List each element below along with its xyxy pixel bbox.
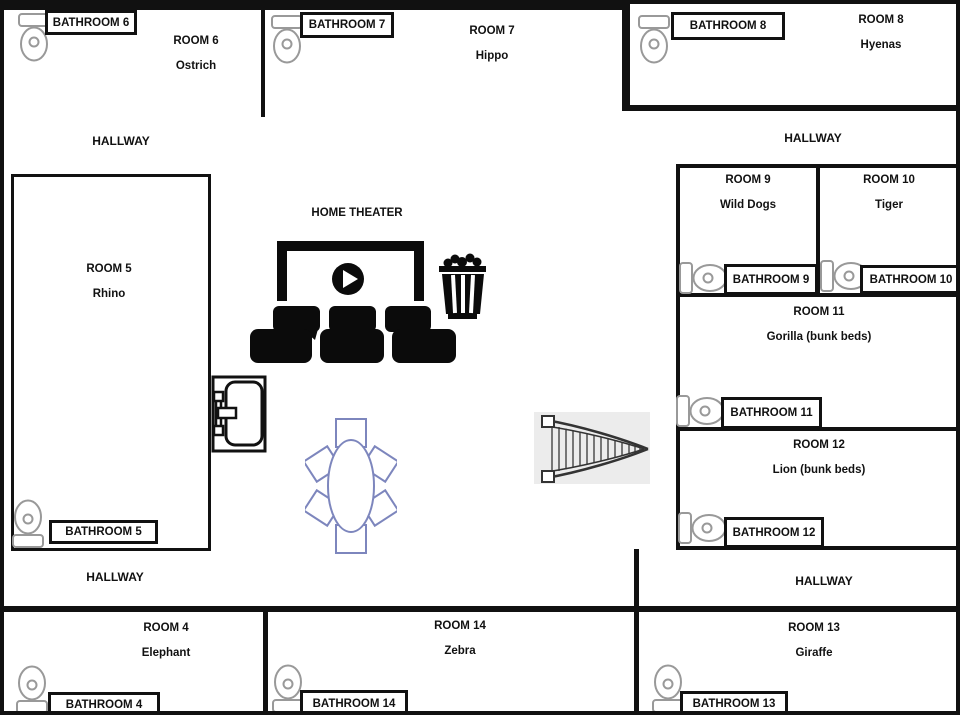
wall-bottom-rooms-top	[4, 606, 956, 612]
home-theater-icon	[250, 241, 486, 363]
bathroom9-label: BATHROOM 9	[724, 264, 818, 295]
hallway-label-top-right: HALLWAY	[784, 131, 842, 145]
play-button-icon	[332, 263, 364, 295]
room12-name: ROOM 12	[793, 439, 845, 451]
toilet-icon	[638, 15, 670, 64]
theater-screen-icon	[277, 241, 424, 301]
room5-animal: Rhino	[92, 288, 126, 300]
room14-name: ROOM 14	[434, 620, 486, 632]
room10-label: ROOM 10 Tiger	[844, 174, 934, 211]
wall-room14-room13-divider	[634, 549, 639, 711]
hallway-label-top-left: HALLWAY	[92, 134, 150, 148]
wall-room6-room7-divider	[261, 4, 265, 117]
theater-seats-icon	[250, 306, 456, 363]
room4-name: ROOM 4	[143, 622, 189, 634]
room6-animal: Ostrich	[175, 60, 217, 72]
room8-label: ROOM 8 Hyenas	[836, 14, 926, 51]
hallway-label-bottom-left: HALLWAY	[86, 570, 144, 584]
wall-under-room11	[676, 427, 956, 431]
bathroom6-label: BATHROOM 6	[45, 10, 137, 35]
stairs-icon	[534, 412, 650, 484]
room4-animal: Elephant	[141, 647, 191, 659]
room7-animal: Hippo	[475, 50, 509, 62]
wall-room7-room8-divider	[622, 4, 630, 111]
room6-label: ROOM 6 Ostrich	[151, 35, 241, 72]
room9-label: ROOM 9 Wild Dogs	[703, 174, 793, 211]
room13-name: ROOM 13	[788, 622, 840, 634]
room11-label: ROOM 11 Gorilla (bunk beds)	[744, 306, 894, 343]
bathroom5-label: BATHROOM 5	[49, 520, 158, 544]
room5-name: ROOM 5	[86, 263, 132, 275]
room13-label: ROOM 13 Giraffe	[769, 622, 859, 659]
toilet-icon	[676, 395, 725, 427]
toilet-icon	[678, 512, 727, 544]
room9-animal: Wild Dogs	[719, 199, 777, 211]
room11-animal: Gorilla (bunk beds)	[766, 331, 872, 343]
wall-top-rooms-bottom-right	[622, 105, 956, 111]
room9-name: ROOM 9	[725, 174, 771, 186]
toilet-icon	[12, 499, 44, 548]
wall-room9-room10-divider	[816, 164, 820, 296]
wall-room4-room14-divider	[263, 610, 268, 711]
room10-name: ROOM 10	[863, 174, 915, 186]
toilet-icon	[16, 665, 48, 711]
bathroom7-label: BATHROOM 7	[300, 12, 394, 38]
bathroom8-label: BATHROOM 8	[671, 12, 785, 40]
hallway-label-bottom-right: HALLWAY	[795, 574, 853, 588]
room12-label: ROOM 12 Lion (bunk beds)	[744, 439, 894, 476]
home-theater-label: HOME THEATER	[311, 207, 403, 219]
room14-label: ROOM 14 Zebra	[415, 620, 505, 657]
toilet-icon	[679, 262, 728, 294]
bathroom14-label: BATHROOM 14	[300, 690, 408, 711]
room8-animal: Hyenas	[860, 39, 902, 51]
room5-label: ROOM 5 Rhino	[64, 263, 154, 300]
bathroom10-label: BATHROOM 10	[860, 265, 956, 294]
sink-icon	[211, 375, 267, 453]
bathroom4-label: BATHROOM 4	[48, 692, 160, 711]
wall-under-rooms9-10	[676, 293, 956, 297]
room11-name: ROOM 11	[793, 306, 845, 318]
wall-top-rooms-bottom-left	[4, 4, 630, 10]
room10-animal: Tiger	[875, 199, 903, 211]
room12-animal: Lion (bunk beds)	[772, 464, 866, 476]
bathroom12-label: BATHROOM 12	[724, 517, 824, 548]
room13-animal: Giraffe	[795, 647, 833, 659]
bathroom13-label: BATHROOM 13	[680, 691, 788, 711]
room7-label: ROOM 7 Hippo	[447, 25, 537, 62]
room5-walls	[11, 174, 211, 551]
room7-name: ROOM 7	[469, 25, 515, 37]
room4-label: ROOM 4 Elephant	[121, 622, 211, 659]
dining-table-icon	[305, 418, 397, 554]
room8-name: ROOM 8	[858, 14, 904, 26]
room6-name: ROOM 6	[173, 35, 219, 47]
room14-animal: Zebra	[444, 645, 476, 657]
popcorn-bucket-icon	[439, 253, 486, 319]
bathroom11-label: BATHROOM 11	[721, 397, 822, 429]
